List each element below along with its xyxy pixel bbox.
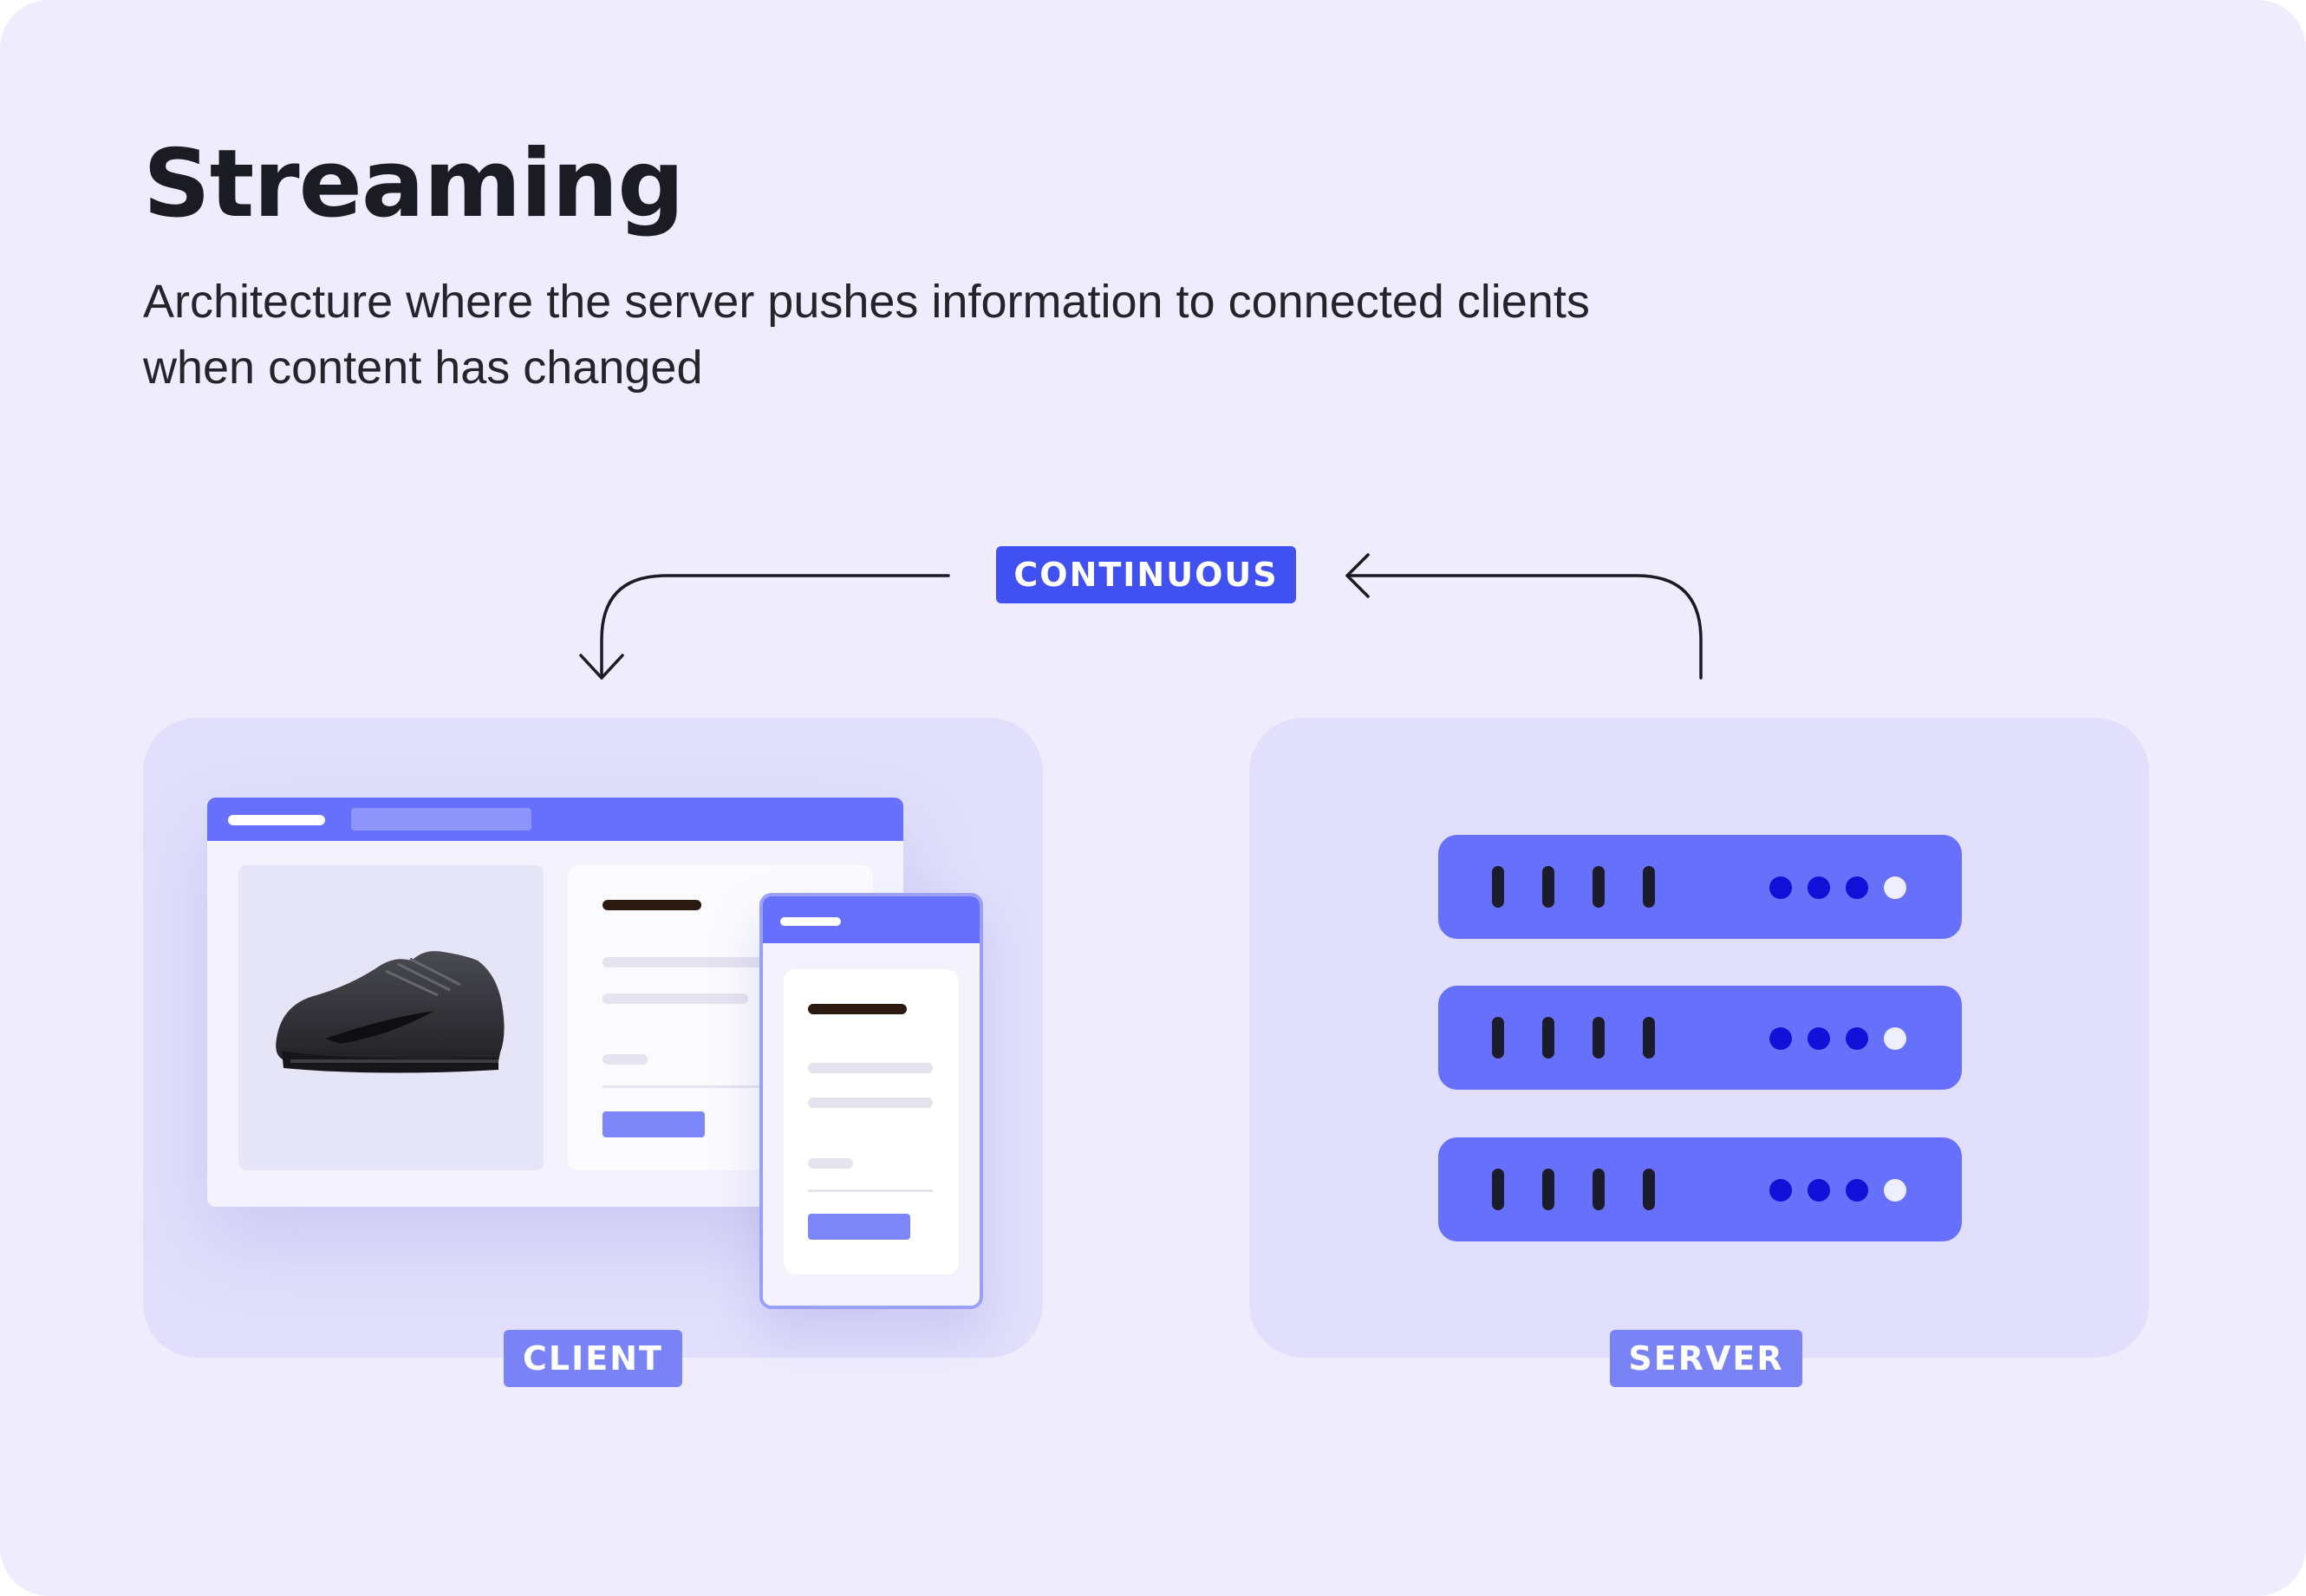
rack-slot — [1492, 1169, 1504, 1210]
arrow-to-client-head — [579, 654, 624, 680]
rack-led — [1846, 876, 1868, 899]
phone-title-bar-line — [780, 917, 841, 926]
phone-text-line — [808, 1098, 933, 1108]
arrow-from-server — [1345, 574, 1703, 680]
product-image-box — [238, 865, 544, 1170]
rack-slot — [1593, 866, 1605, 908]
phone-text-line — [808, 1063, 933, 1073]
rack-led — [1769, 1027, 1792, 1050]
phone-toolbar — [763, 896, 980, 943]
product-divider — [603, 1085, 863, 1088]
server-rack-icon — [1438, 835, 1962, 939]
arrow-to-client — [600, 574, 950, 680]
rack-led — [1769, 876, 1792, 899]
rack-slot — [1542, 1017, 1554, 1059]
rack-led — [1884, 1179, 1906, 1202]
rack-slot — [1593, 1017, 1605, 1059]
product-title-line — [603, 900, 701, 910]
rack-led — [1884, 1027, 1906, 1050]
arrow-from-server-head — [1345, 553, 1370, 598]
client-label: CLIENT — [504, 1330, 682, 1387]
browser-tab — [351, 808, 531, 831]
browser-title-bar-line — [228, 815, 325, 825]
browser-toolbar — [207, 798, 903, 841]
continuous-label: CONTINUOUS — [996, 546, 1296, 603]
rack-slot — [1593, 1169, 1605, 1210]
rack-led — [1808, 1027, 1830, 1050]
rack-slot — [1542, 1169, 1554, 1210]
rack-slot — [1643, 866, 1655, 908]
phone-product-card — [784, 969, 959, 1274]
diagram-title: Streaming — [143, 130, 685, 238]
rack-led — [1846, 1179, 1868, 1202]
rack-led — [1808, 876, 1830, 899]
phone-price-line — [808, 1158, 853, 1169]
product-buy-button — [603, 1111, 705, 1137]
rack-slot — [1492, 1017, 1504, 1059]
server-rack-icon — [1438, 986, 1962, 1090]
rack-slot — [1542, 866, 1554, 908]
server-rack-icon — [1438, 1137, 1962, 1241]
browser-window — [207, 798, 903, 1207]
phone-divider — [808, 1189, 933, 1192]
server-label: SERVER — [1610, 1330, 1802, 1387]
rack-slot — [1643, 1017, 1655, 1059]
rack-led — [1769, 1179, 1792, 1202]
rack-led — [1808, 1179, 1830, 1202]
product-price-line — [603, 1054, 648, 1065]
rack-led — [1846, 1027, 1868, 1050]
phone-buy-button — [808, 1214, 910, 1240]
rack-slot — [1643, 1169, 1655, 1210]
rack-slot — [1492, 866, 1504, 908]
phone-device — [759, 893, 983, 1309]
phone-title-line — [808, 1004, 907, 1014]
shoe-image — [276, 951, 505, 1073]
product-text-line — [603, 957, 793, 967]
rack-led — [1884, 876, 1906, 899]
diagram-subtitle: Architecture where the server pushes inf… — [143, 276, 1590, 394]
product-text-line — [603, 993, 748, 1004]
